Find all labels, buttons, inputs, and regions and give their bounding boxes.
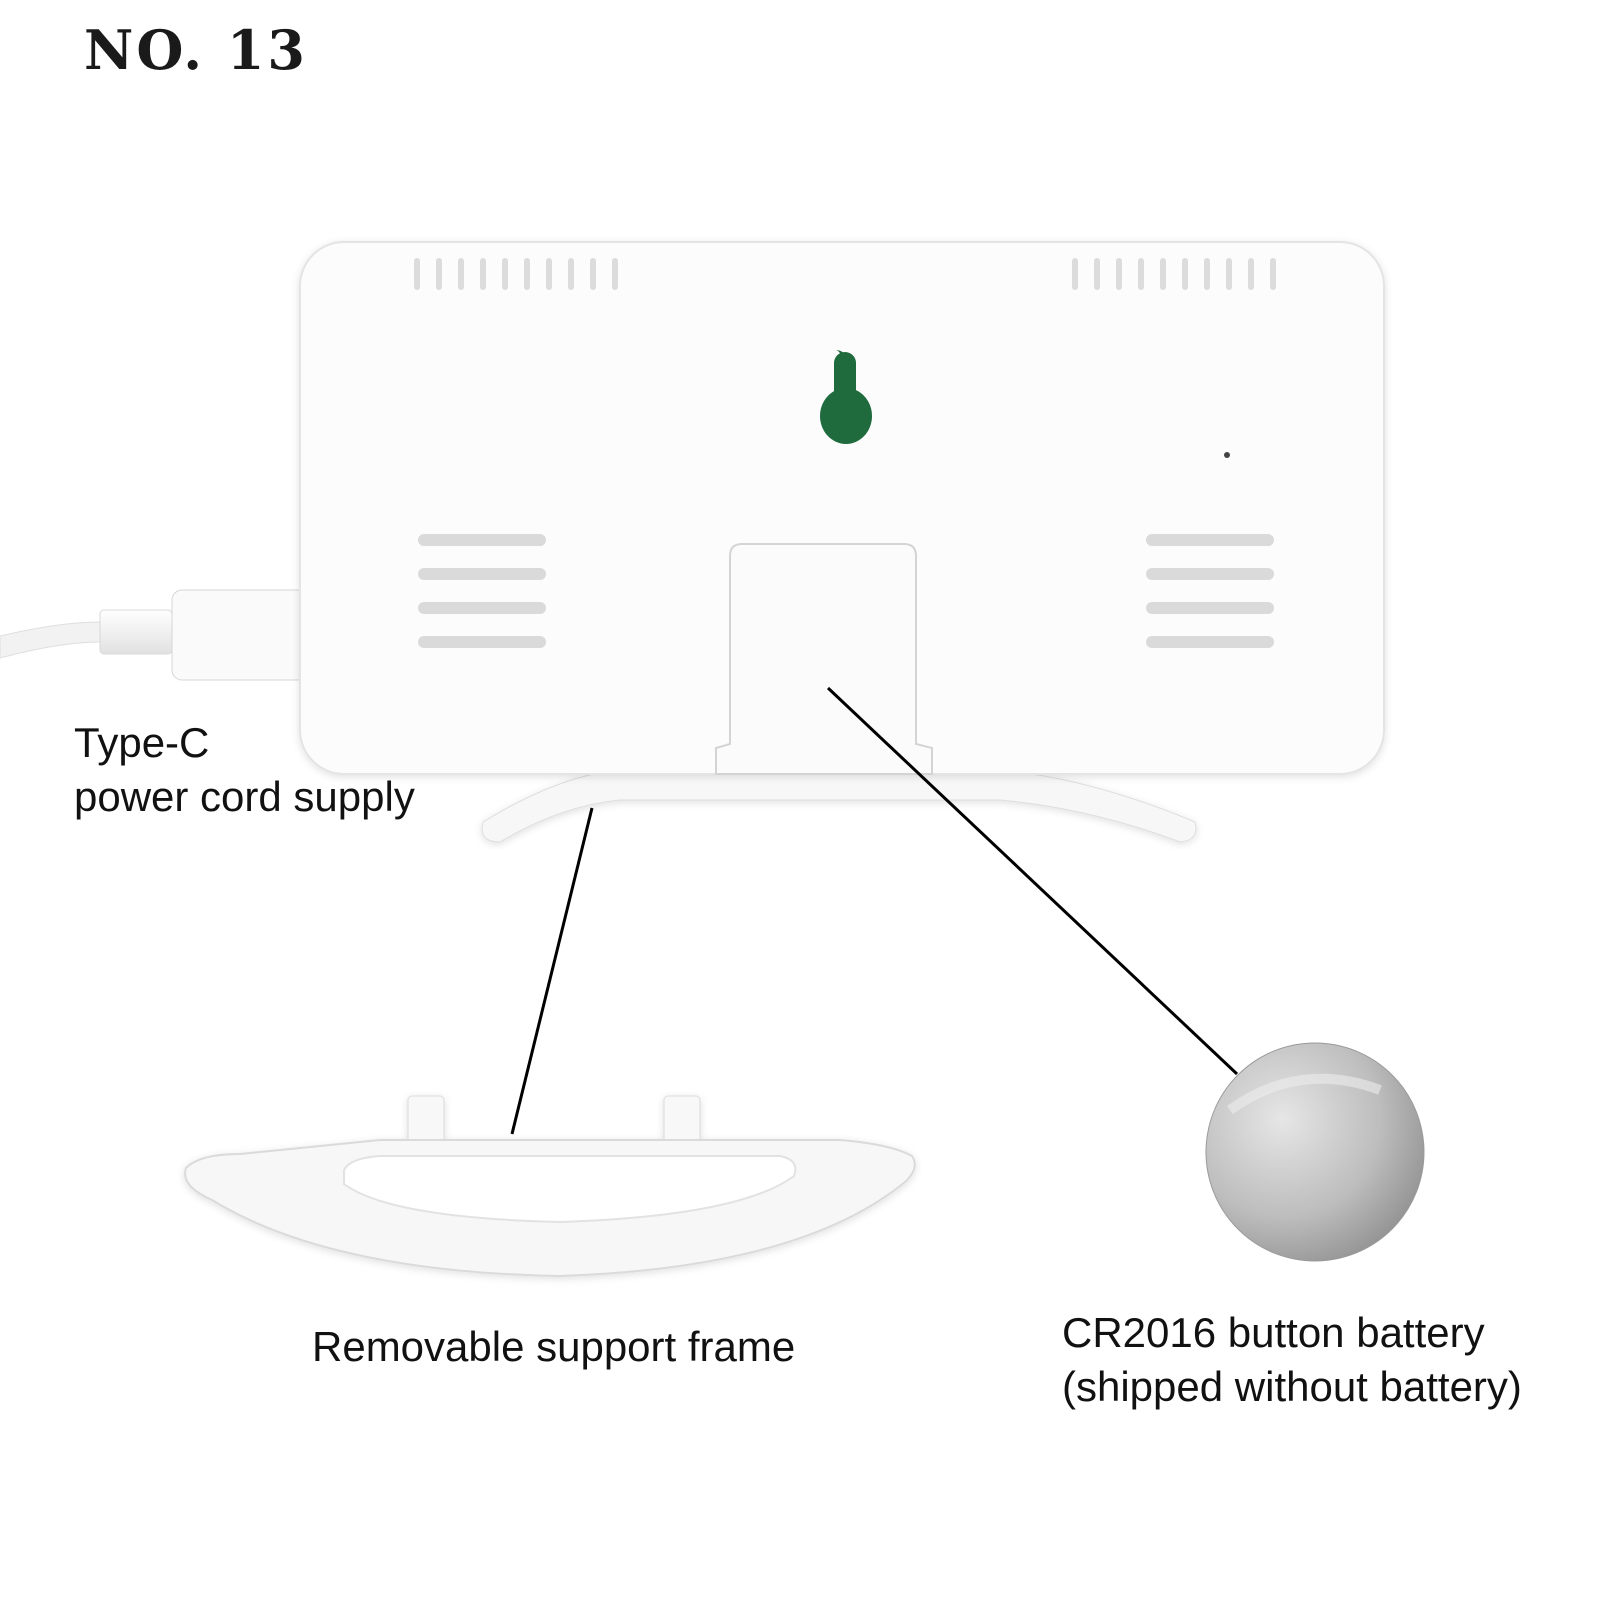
callout-battery-line2: (shipped without battery) — [1062, 1363, 1522, 1410]
indicator-dot — [1224, 452, 1230, 458]
callout-power-line1: Type-C — [74, 719, 210, 766]
callout-power-cord: Type-C power cord supply — [74, 716, 415, 824]
side-vent-right — [1146, 534, 1274, 648]
callout-battery-line1: CR2016 button battery — [1062, 1309, 1485, 1356]
top-vent-right — [1072, 258, 1276, 290]
clock-device-back — [299, 241, 1385, 775]
battery-cover — [715, 543, 933, 775]
page-title: NO. 13 — [84, 18, 308, 82]
top-vent-left — [414, 258, 618, 290]
callout-power-line2: power cord supply — [74, 773, 415, 820]
side-vent-left — [418, 534, 546, 648]
removable-support-frame — [184, 1095, 916, 1278]
keyhole-hanger-icon — [820, 350, 872, 444]
leader-line-frame — [510, 807, 594, 1135]
callout-frame-text: Removable support frame — [312, 1323, 796, 1370]
callout-battery: CR2016 button battery (shipped without b… — [1062, 1306, 1522, 1414]
type-c-power-cord — [0, 589, 308, 681]
callout-support-frame: Removable support frame — [312, 1320, 795, 1374]
cr2016-battery — [1205, 1042, 1425, 1262]
attached-stand — [481, 769, 1197, 843]
leader-line-battery — [826, 686, 1239, 1076]
